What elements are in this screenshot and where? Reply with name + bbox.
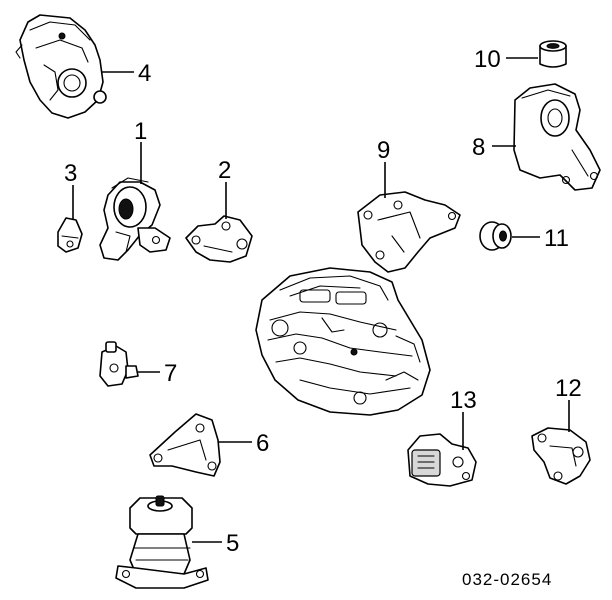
- part-7-sensor: [99, 341, 139, 387]
- callout-5: 5: [226, 530, 239, 557]
- callout-2: 2: [218, 157, 231, 184]
- callout-6: 6: [256, 430, 269, 457]
- part-5-mount: [115, 495, 209, 589]
- part-8-mount: [513, 83, 601, 191]
- callout-3: 3: [64, 160, 77, 187]
- part-12-bracket: [531, 427, 591, 485]
- part-3-clip: [57, 217, 83, 253]
- callout-1: 1: [134, 118, 147, 145]
- callout-9: 9: [377, 137, 390, 164]
- callout-12: 12: [555, 375, 582, 402]
- part-11-bushing: [479, 221, 512, 251]
- callout-11: 11: [544, 225, 569, 252]
- part-9-bracket: [357, 191, 461, 273]
- part-1-mount: [99, 177, 171, 261]
- callout-10: 10: [474, 46, 501, 73]
- part-4-bracket: [15, 14, 107, 119]
- callout-8: 8: [472, 134, 485, 161]
- callout-4: 4: [138, 60, 151, 87]
- part-13-bracket: [407, 433, 477, 487]
- callout-7: 7: [164, 360, 177, 387]
- document-number: 032-02654: [462, 570, 552, 589]
- part-2-bracket: [185, 215, 253, 263]
- engine-assembly: [255, 267, 431, 416]
- part-6-bracket: [149, 413, 221, 477]
- part-10-bushing: [539, 40, 567, 68]
- callout-13: 13: [450, 387, 477, 414]
